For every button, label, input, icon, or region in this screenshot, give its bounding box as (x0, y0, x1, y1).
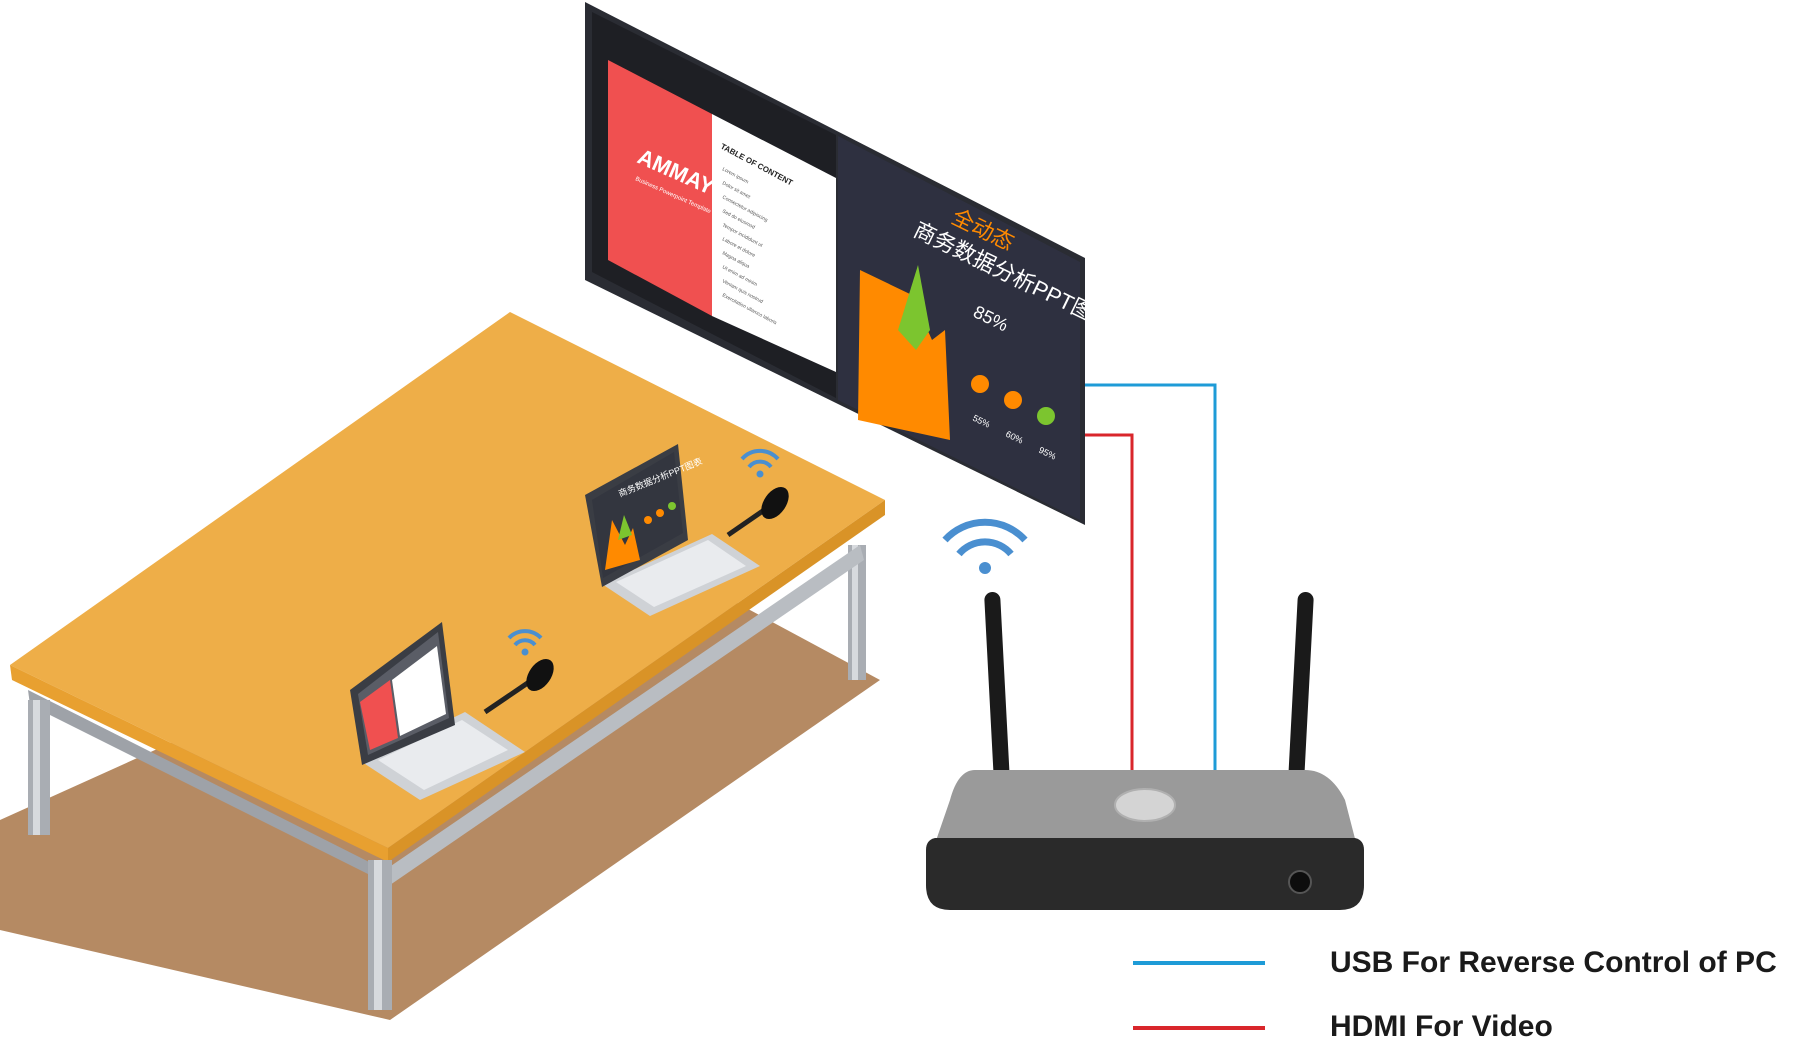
laptop-back: 商务数据分析PPT图表 (585, 444, 760, 616)
wifi-icon (740, 448, 780, 478)
slide-chart-green (898, 265, 930, 350)
projected-display: AMMAY Business Powerpoint Template TABLE… (585, 2, 1117, 525)
antenna-left (984, 591, 1010, 778)
wireless-receiver (926, 591, 1364, 910)
slide-chart-orange (858, 270, 950, 440)
legend-hdmi-label: HDMI For Video (1330, 1010, 1553, 1043)
slide-dot-1 (971, 375, 989, 393)
laptop-front (350, 622, 525, 800)
wifi-icon (942, 518, 1028, 574)
usb-dongle-icon (726, 486, 789, 538)
slide-dot-3 (1037, 407, 1055, 425)
cable-hdmi (1085, 433, 1134, 775)
table-top (10, 312, 885, 862)
slide-dot-2 (1004, 391, 1022, 409)
power-button-icon (1114, 788, 1176, 822)
power-led-icon (1288, 870, 1312, 894)
usb-dongle-icon (483, 658, 554, 715)
table-legs-back (848, 545, 866, 680)
table-frame (28, 545, 864, 885)
legend-usb-label: USB For Reverse Control of PC (1330, 946, 1777, 979)
antenna-right (1288, 591, 1314, 778)
wifi-icon (507, 629, 543, 656)
cable-usb (1085, 383, 1217, 775)
table-legs-front (28, 700, 392, 1010)
